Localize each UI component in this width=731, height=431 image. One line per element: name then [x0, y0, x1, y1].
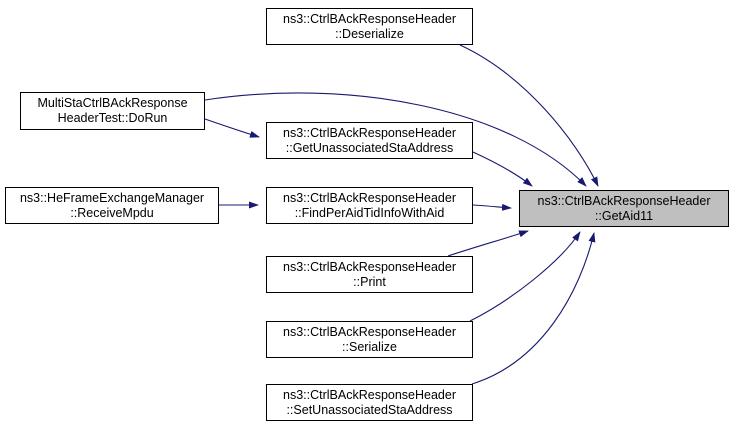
node-receive-mpdu[interactable]: ns3::HeFrameExchangeManager ::ReceiveMpd… [5, 187, 219, 224]
node-label-line: HeaderTest::DoRun [57, 111, 168, 125]
node-label-line: ::GetUnassociatedStaAddress [285, 140, 454, 155]
node-label-line: ns3::CtrlBAckResponseHeader [283, 387, 456, 402]
node-serialize[interactable]: ns3::CtrlBAckResponseHeader ::Serialize [266, 321, 473, 358]
node-label-line: ns3::CtrlBAckResponseHeader [283, 11, 456, 26]
node-set-unassociated-sta-address[interactable]: ns3::CtrlBAckResponseHeader ::SetUnassoc… [266, 384, 473, 421]
node-label-line: ::Deserialize [335, 26, 404, 41]
node-get-unassociated-sta-address[interactable]: ns3::CtrlBAckResponseHeader ::GetUnassoc… [266, 122, 473, 159]
node-label-line: ::Print [353, 274, 386, 289]
edge-serialize-to-get-aid11 [469, 231, 581, 322]
edge-print-to-get-aid11 [447, 230, 529, 257]
node-label-line: ns3::CtrlBAckResponseHeader [283, 324, 456, 339]
edge-get-unassociated-sta-address-to-get-aid11 [472, 151, 533, 187]
node-get-aid11: ns3::CtrlBAckResponseHeader ::GetAid11 [519, 190, 729, 227]
node-find-per-aid-tid-info-with-aid[interactable]: ns3::CtrlBAckResponseHeader ::FindPerAid… [266, 187, 473, 224]
node-label-line: ::Serialize [342, 339, 397, 354]
edge-deserialize-to-get-aid11 [459, 44, 599, 187]
node-dorun[interactable]: MultiStaCtrlBAckResponse HeaderTest::DoR… [20, 92, 205, 130]
node-label-line: ::ReceiveMpdu [70, 205, 154, 220]
node-label-line: ns3::CtrlBAckResponseHeader [537, 193, 711, 208]
node-label-line: ::FindPerAidTidInfoWithAid [294, 205, 445, 220]
node-deserialize[interactable]: ns3::CtrlBAckResponseHeader ::Deserializ… [266, 8, 473, 45]
node-print[interactable]: ns3::CtrlBAckResponseHeader ::Print [266, 256, 473, 293]
node-label-line: ::SetUnassociatedStaAddress [286, 402, 453, 417]
node-label-line: ns3::HeFrameExchangeManager [19, 190, 205, 205]
node-label-line: ns3::CtrlBAckResponseHeader [283, 125, 456, 140]
node-label-line: ns3::CtrlBAckResponseHeader [283, 190, 456, 205]
edge-find-per-aid-tid-info-with-aid-to-get-aid11 [472, 203, 512, 211]
node-label-line: MultiStaCtrlBAckResponse [37, 96, 188, 110]
edge-dorun-to-get-aid11 [204, 92, 587, 187]
edge-dorun-to-get-unassociated-sta-address [204, 118, 260, 138]
edge-set-unassociated-sta-address-to-get-aid11 [471, 232, 596, 385]
node-label-line: ns3::CtrlBAckResponseHeader [283, 259, 456, 274]
node-label-line: ::GetAid11 [594, 208, 654, 223]
